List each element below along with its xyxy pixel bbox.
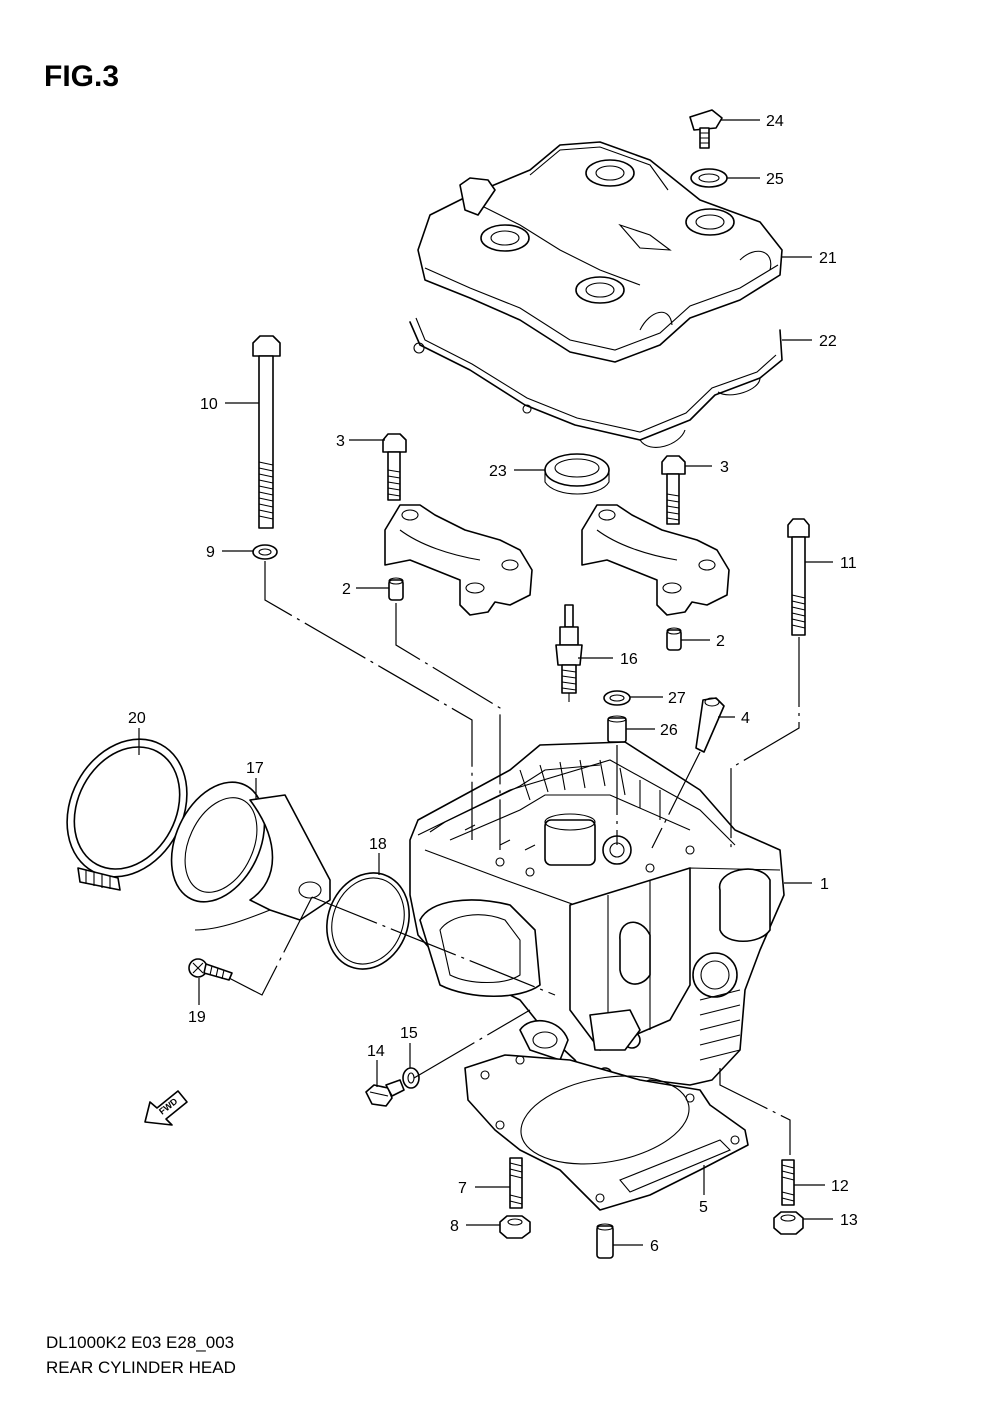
- long-bolt-10: [252, 335, 281, 529]
- diagram-name: REAR CYLINDER HEAD: [46, 1358, 236, 1377]
- stud-bolt-12: [781, 1159, 795, 1206]
- cover-gasket: [409, 317, 783, 448]
- callout-19: 19: [188, 1009, 206, 1026]
- callout-2-left: 2: [342, 581, 351, 598]
- callout-1: 1: [820, 876, 829, 893]
- callout-3-left: 3: [336, 433, 345, 450]
- screw-19: [188, 958, 233, 981]
- callout-6: 6: [650, 1238, 659, 1255]
- cylinder-head: [409, 741, 785, 1096]
- long-bolt-11: [787, 518, 810, 636]
- callout-21: 21: [819, 250, 837, 267]
- nut-8: [499, 1215, 531, 1239]
- dowel-pin-right: [666, 627, 682, 651]
- callout-17: 17: [246, 760, 264, 777]
- callout-25: 25: [766, 171, 784, 188]
- callout-26: 26: [660, 722, 678, 739]
- callout-8: 8: [450, 1218, 459, 1235]
- sleeve-26: [607, 715, 627, 743]
- washer-9: [252, 544, 278, 560]
- callout-3-right: 3: [720, 459, 729, 476]
- callout-4: 4: [741, 710, 750, 727]
- callout-13: 13: [840, 1212, 858, 1229]
- callout-18: 18: [369, 836, 387, 853]
- washer-15: [402, 1067, 420, 1089]
- head-gasket-5: [464, 1054, 749, 1211]
- dowel-pin-6: [596, 1223, 614, 1259]
- stud-bolt-7: [509, 1157, 523, 1209]
- callout-11: 11: [840, 555, 857, 572]
- dowel-pin-left: [388, 577, 404, 601]
- union-bolt-14: [365, 1079, 405, 1107]
- callout-2-right: 2: [716, 633, 725, 650]
- washer-27: [603, 690, 631, 706]
- diagram-code: DL1000K2 E03 E28_003: [46, 1333, 235, 1352]
- callout-16: 16: [620, 651, 638, 668]
- cover-bolt: [689, 109, 723, 149]
- callout-9: 9: [206, 544, 215, 561]
- spark-plug: [555, 604, 583, 702]
- cylinder-head-cover: [417, 141, 783, 363]
- callout-22: 22: [819, 333, 837, 350]
- callout-7: 7: [458, 1180, 467, 1197]
- callout-12: 12: [831, 1178, 849, 1195]
- callout-leaders: [138, 119, 833, 1246]
- callout-24: 24: [766, 113, 784, 130]
- holder-bolt-left: [382, 433, 407, 501]
- figure-title: FIG.3: [44, 60, 120, 93]
- intake-pipe-17: [170, 781, 331, 931]
- callout-15: 15: [400, 1025, 418, 1042]
- seal-ring-23: [544, 453, 610, 495]
- callout-20: 20: [128, 710, 146, 727]
- callout-5: 5: [699, 1199, 708, 1216]
- callout-numbers: 24 25 21 22 10 3 23 3 9 11 2 2 16 27 4 2…: [128, 113, 858, 1255]
- camshaft-holder-right: [581, 504, 730, 616]
- fwd-arrow-icon: FWD: [144, 1090, 188, 1126]
- cover-washer: [690, 168, 728, 188]
- callout-27: 27: [668, 690, 686, 707]
- camshaft-holder-left: [384, 504, 533, 616]
- holder-bolt-right: [661, 455, 686, 525]
- callout-23: 23: [489, 463, 507, 480]
- callout-14: 14: [367, 1043, 385, 1060]
- nut-13: [773, 1211, 804, 1235]
- callout-10: 10: [200, 396, 218, 413]
- valve-guide-4: [695, 697, 725, 753]
- assembly-lines: [228, 561, 800, 1155]
